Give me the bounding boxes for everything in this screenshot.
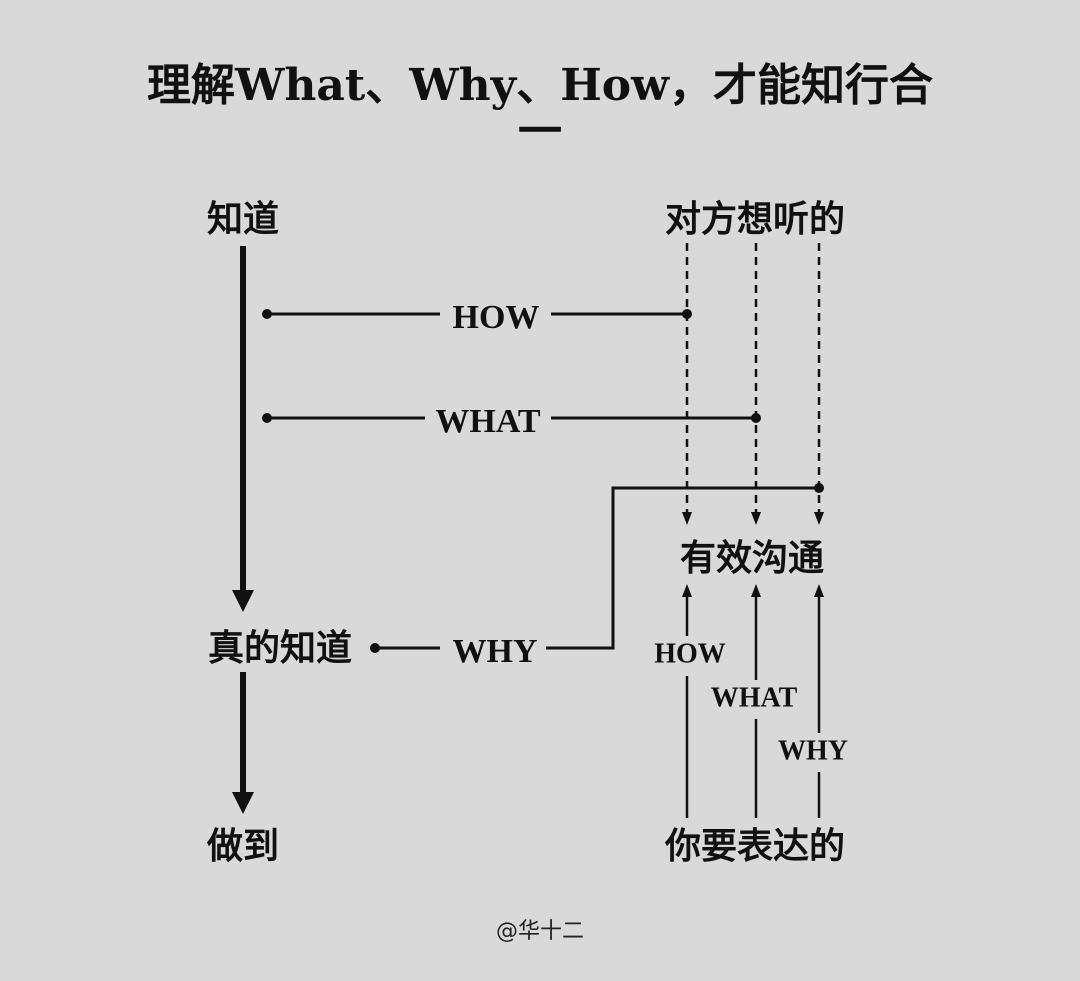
credit-text: @华十二 [496, 919, 584, 944]
edge-label-why: WHY [453, 633, 538, 670]
node-you-express: 你要表达的 [664, 825, 845, 867]
edge-label-how: HOW [453, 299, 540, 336]
node-know: 知道 [207, 198, 279, 240]
up-arrowhead-how [682, 584, 692, 597]
edge-label-how-up: HOW [654, 638, 726, 669]
up-arrowhead-why [814, 584, 824, 597]
dashed-arrowhead-what [751, 512, 761, 525]
node-they-want-hear: 对方想听的 [665, 198, 845, 240]
node-truly-know: 真的知道 [208, 627, 352, 669]
diagram-title-line1: 理解What、Why、How，才能知行合 [147, 60, 933, 111]
diagram-title-line2: 一 [518, 106, 562, 157]
edge-label-what: WHAT [435, 403, 540, 440]
node-effective-communication: 有效沟通 [680, 537, 824, 579]
arrowhead-know-to-truly-know [232, 590, 254, 612]
arrowhead-truly-know-to-do [232, 792, 254, 814]
node-do: 做到 [206, 825, 279, 867]
up-arrowhead-what [751, 584, 761, 597]
edge-label-what-up: WHAT [711, 682, 798, 713]
why-connector-elbow [546, 486, 819, 650]
dashed-arrowhead-why [814, 512, 824, 525]
edge-label-why-up: WHY [778, 735, 848, 766]
dashed-arrowhead-how [682, 512, 692, 525]
